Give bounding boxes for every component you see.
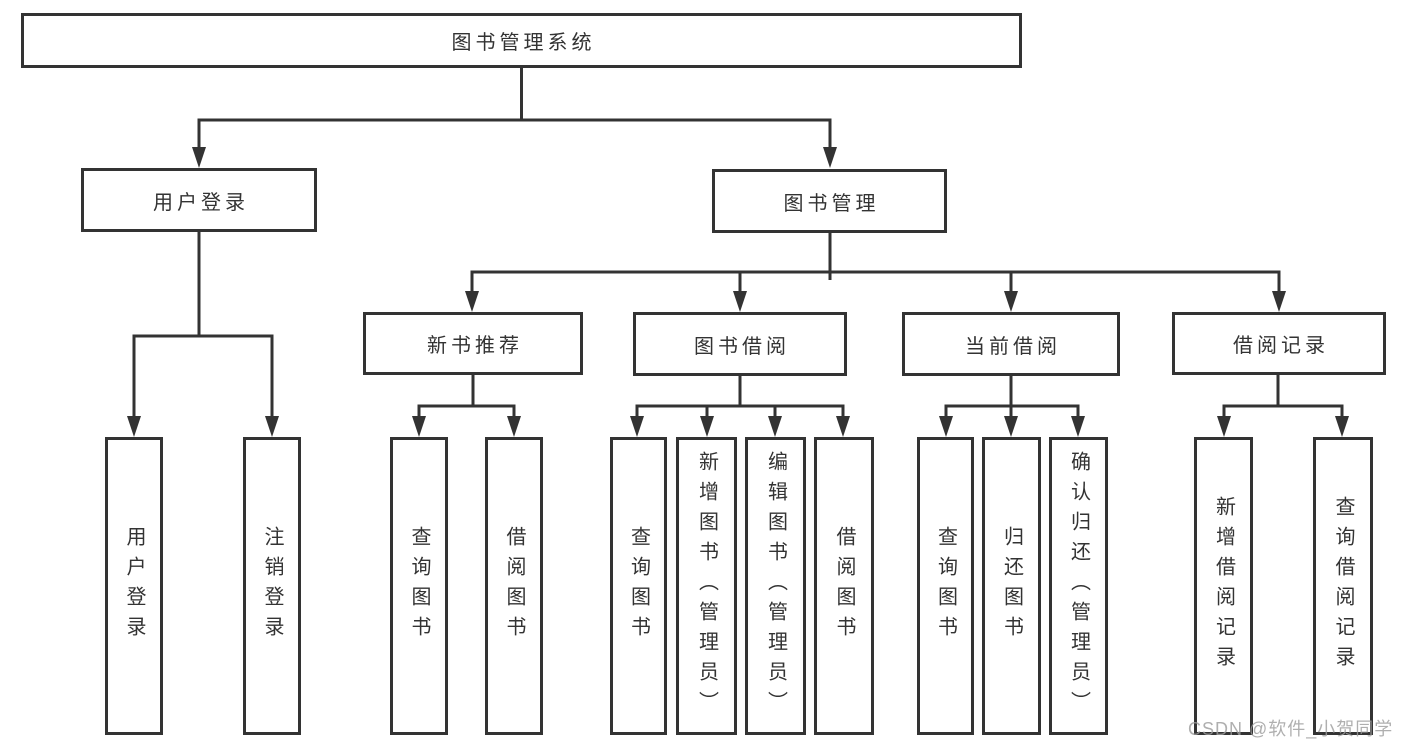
leaf-add-borrow-record: 新增借阅记录 — [1194, 437, 1253, 735]
leaf-borrow-books-recommend-label: 借阅图书 — [503, 526, 525, 646]
node-root-label: 图书管理系统 — [451, 32, 596, 54]
leaf-borrow-books-label: 借阅图书 — [833, 526, 855, 646]
node-book-management: 图书管理 — [712, 169, 947, 233]
arrowheads — [127, 147, 1349, 437]
node-root: 图书管理系统 — [21, 13, 1022, 68]
leaf-add-books-admin-label: 新增图书（管理员） — [695, 451, 718, 721]
node-book-management-label: 图书管理 — [783, 192, 880, 215]
node-borrow-records-label: 借阅记录 — [1233, 335, 1329, 357]
node-new-book-recommend-label: 新书推荐 — [427, 335, 523, 357]
node-current-borrow: 当前借阅 — [902, 312, 1120, 376]
node-new-book-recommend: 新书推荐 — [363, 312, 583, 375]
node-book-borrow: 图书借阅 — [633, 312, 847, 376]
leaf-add-books-admin: 新增图书（管理员） — [676, 437, 737, 735]
leaf-logout: 注销登录 — [243, 437, 301, 735]
leaf-confirm-return-admin-label: 确认归还（管理员） — [1067, 451, 1090, 721]
leaf-return-books: 归还图书 — [982, 437, 1041, 735]
leaf-logout-label: 注销登录 — [261, 526, 283, 646]
leaf-user-login-label: 用户登录 — [123, 526, 145, 646]
leaf-query-books-current: 查询图书 — [917, 437, 974, 735]
leaf-borrow-books-recommend: 借阅图书 — [485, 437, 543, 735]
leaf-query-books-recommend: 查询图书 — [390, 437, 448, 735]
node-book-borrow-label: 图书借阅 — [694, 335, 790, 358]
node-user-login: 用户登录 — [81, 168, 317, 232]
node-user-login-label: 用户登录 — [153, 191, 249, 214]
leaf-edit-books-admin-label: 编辑图书（管理员） — [764, 451, 787, 721]
leaf-query-borrow-record: 查询借阅记录 — [1313, 437, 1373, 735]
node-current-borrow-label: 当前借阅 — [965, 335, 1061, 358]
node-borrow-records: 借阅记录 — [1172, 312, 1386, 375]
leaf-add-borrow-record-label: 新增借阅记录 — [1212, 496, 1235, 676]
leaf-query-books-borrow: 查询图书 — [610, 437, 667, 735]
leaf-borrow-books: 借阅图书 — [814, 437, 874, 735]
watermark-text: CSDN @软件_小贺同学 — [1188, 719, 1394, 739]
leaf-query-books-borrow-label: 查询图书 — [627, 526, 650, 646]
leaf-return-books-label: 归还图书 — [1000, 526, 1023, 646]
leaf-edit-books-admin: 编辑图书（管理员） — [745, 437, 806, 735]
leaf-query-books-recommend-label: 查询图书 — [408, 526, 430, 646]
leaf-query-books-current-label: 查询图书 — [934, 526, 957, 646]
leaf-query-borrow-record-label: 查询借阅记录 — [1332, 496, 1354, 676]
leaf-user-login: 用户登录 — [105, 437, 163, 735]
leaf-confirm-return-admin: 确认归还（管理员） — [1049, 437, 1108, 735]
